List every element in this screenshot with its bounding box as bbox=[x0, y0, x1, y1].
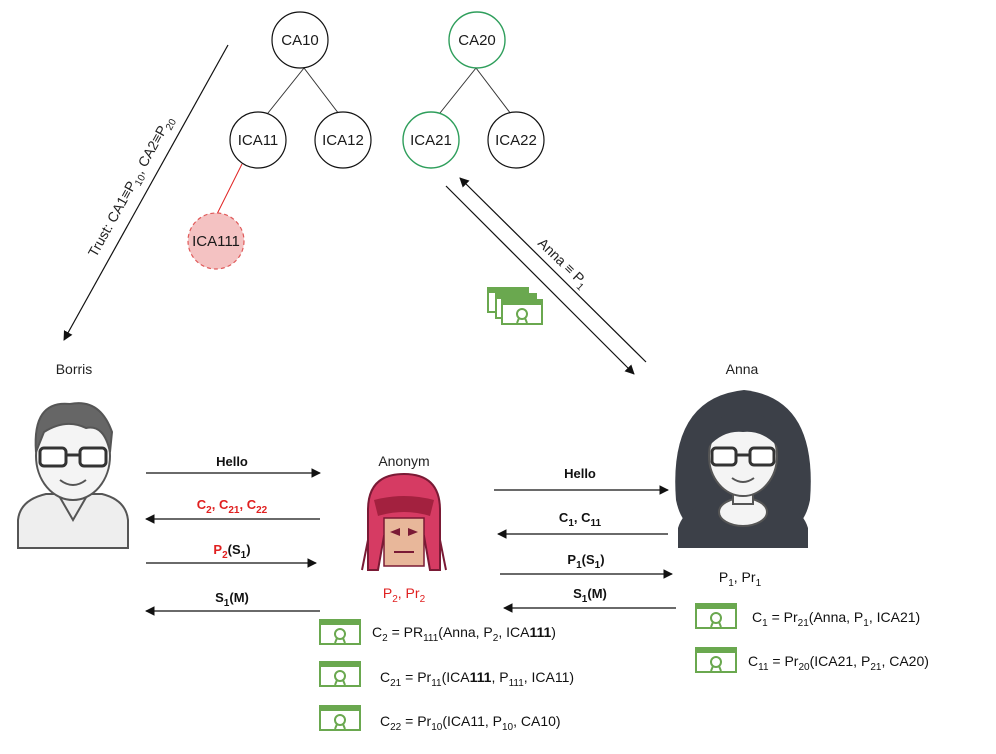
right-hello-label: Hello bbox=[564, 466, 596, 481]
node-ica111: ICA111 bbox=[187, 212, 245, 270]
left-sign-label: P2(S1) bbox=[213, 542, 250, 561]
node-ica11: ICA11 bbox=[229, 111, 287, 169]
node-ica12-label: ICA12 bbox=[322, 132, 364, 149]
actor-anonym-name: Anonym bbox=[378, 453, 429, 469]
actor-borris-name: Borris bbox=[56, 361, 93, 377]
anonym-cert-row: C22 = Pr10(ICA11, P10, CA10) bbox=[319, 705, 561, 733]
edge-ca20-ica22 bbox=[475, 67, 515, 119]
left-hello-label: Hello bbox=[216, 454, 248, 469]
anonym-cert-row: C21 = Pr11(ICA111, P111, ICA11) bbox=[319, 661, 574, 689]
left-certs-label: C2, C21, C22 bbox=[197, 497, 268, 516]
left-reply-label: S1(M) bbox=[215, 590, 249, 609]
certificate-icon bbox=[695, 603, 737, 629]
anonym-keys: P2, Pr2 bbox=[383, 585, 426, 605]
edge-ca10-ica11 bbox=[263, 67, 305, 119]
anna-avatar-icon bbox=[675, 390, 811, 548]
anna-cert-c11: C11 = Pr20(ICA21, P21, CA20) bbox=[748, 653, 929, 673]
actor-anna-name: Anna bbox=[726, 361, 759, 377]
certificate-icon bbox=[319, 661, 361, 687]
node-ica11-label: ICA11 bbox=[238, 132, 279, 149]
anna-cert-c1: C1 = Pr21(Anna, P1, ICA21) bbox=[752, 609, 920, 629]
trust-arrow bbox=[63, 44, 229, 341]
node-ca20: CA20 bbox=[448, 11, 506, 69]
node-ica21: ICA21 bbox=[402, 111, 460, 169]
certificate-icon bbox=[695, 647, 737, 673]
anna-cert-row: C1 = Pr21(Anna, P1, ICA21) bbox=[695, 603, 920, 629]
node-ica22: ICA22 bbox=[487, 111, 545, 169]
anonym-cert-c22: C22 = Pr10(ICA11, P10, CA10) bbox=[380, 713, 561, 733]
node-ca10: CA10 bbox=[271, 11, 329, 69]
anna-keys: P1, Pr1 bbox=[719, 569, 762, 589]
node-ica111-label: ICA111 bbox=[192, 233, 240, 250]
node-ica21-label: ICA21 bbox=[410, 132, 452, 149]
anna-identity-label: Anna ≡ P1 bbox=[532, 235, 592, 294]
edge-ica11-ica111 bbox=[215, 163, 243, 217]
trust-label: Trust: CA1≡P10, CA2≡P20 bbox=[85, 113, 180, 262]
anna-to-ica21-arrow bbox=[459, 177, 647, 363]
right-reply-label: S1(M) bbox=[573, 586, 607, 605]
anonym-cert-c21: C21 = Pr11(ICA111, P111, ICA11) bbox=[380, 669, 574, 689]
anna-cert-row: C11 = Pr20(ICA21, P21, CA20) bbox=[695, 647, 929, 673]
edge-ca10-ica12 bbox=[303, 67, 343, 119]
anonym-cert-row: C2 = PR111(Anna, P2, ICA111) bbox=[319, 619, 556, 645]
node-ca20-label: CA20 bbox=[458, 32, 496, 49]
certificate-icon bbox=[319, 705, 361, 731]
node-ica22-label: ICA22 bbox=[495, 132, 537, 149]
right-certs-label: C1, C11 bbox=[559, 510, 602, 529]
node-ica12: ICA12 bbox=[314, 111, 372, 169]
edge-ca20-ica21 bbox=[435, 67, 477, 119]
node-ca10-label: CA10 bbox=[281, 32, 319, 49]
anonym-masked-avatar-icon bbox=[361, 472, 447, 571]
anonym-cert-c2: C2 = PR111(Anna, P2, ICA111) bbox=[372, 624, 556, 644]
certificate-stack-icon bbox=[487, 287, 543, 325]
right-sign-label: P1(S1) bbox=[567, 552, 604, 571]
ica21-to-anna-arrow bbox=[445, 185, 635, 375]
borris-avatar-icon bbox=[17, 402, 129, 549]
certificate-icon bbox=[319, 619, 361, 645]
